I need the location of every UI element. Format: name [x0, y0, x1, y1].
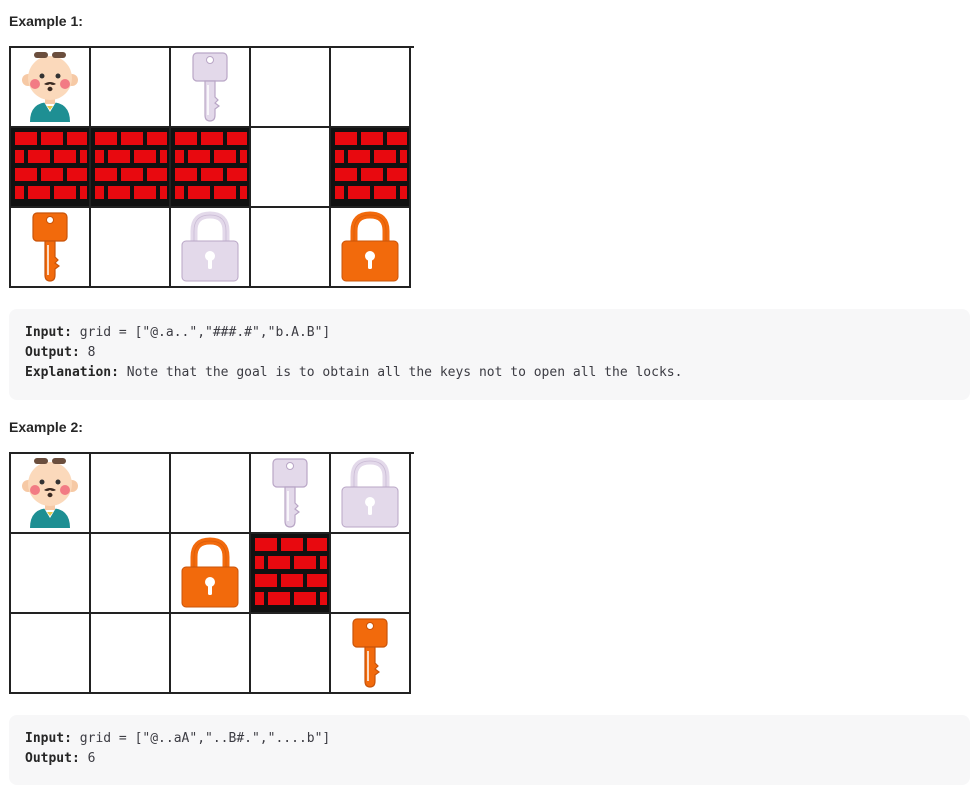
grid-cell: [331, 48, 411, 128]
grid-cell: [11, 208, 91, 288]
grid-cell: [11, 534, 91, 614]
grid-cell: [251, 208, 331, 288]
brick-wall-icon: [11, 128, 89, 206]
input-label: Input:: [25, 731, 72, 746]
grid-cell: [251, 128, 331, 208]
example-1-input-line: Input: grid = ["@.a..","###.#","b.A.B"]: [25, 323, 954, 343]
grid-cell: [91, 128, 171, 208]
brick-wall-icon: [171, 128, 249, 206]
example-2-code-box: Input: grid = ["@..aA","..B#.","....b"] …: [9, 715, 970, 785]
person-icon: [20, 456, 80, 530]
grid-cell: [91, 614, 171, 694]
grid-cell: [91, 208, 171, 288]
explanation-label: Explanation:: [25, 365, 119, 380]
example-2-input-line: Input: grid = ["@..aA","..B#.","....b"]: [25, 729, 954, 749]
grid-cell: [91, 48, 171, 128]
output-label: Output:: [25, 751, 80, 766]
lock-icon-orange: [180, 537, 240, 609]
example-1-explanation-line: Explanation: Note that the goal is to ob…: [25, 363, 954, 383]
input-value: grid = ["@..aA","..B#.","....b"]: [71, 731, 331, 746]
output-label: Output:: [25, 345, 80, 360]
grid-cell: [331, 454, 411, 534]
grid-cell: [251, 614, 331, 694]
example-1-code-box: Input: grid = ["@.a..","###.#","b.A.B"] …: [9, 309, 970, 400]
grid-cell: [251, 454, 331, 534]
grid-cell: [11, 454, 91, 534]
grid-cell: [331, 614, 411, 694]
output-value: 8: [79, 345, 96, 360]
grid-cell: [331, 208, 411, 288]
example-2-title: Example 2:: [9, 419, 83, 435]
lock-icon-lavender: [340, 457, 400, 529]
input-label: Input:: [25, 325, 72, 340]
grid-cell: [171, 614, 251, 694]
lock-icon-lavender: [180, 211, 240, 283]
grid-cell: [171, 128, 251, 208]
brick-wall-icon: [91, 128, 169, 206]
grid-cell: [251, 534, 331, 614]
grid-cell: [11, 48, 91, 128]
grid-cell: [331, 534, 411, 614]
input-value: grid = ["@.a..","###.#","b.A.B"]: [71, 325, 331, 340]
grid-cell: [11, 128, 91, 208]
grid-cell: [91, 454, 171, 534]
example-2-grid: [9, 452, 414, 694]
explanation-value: Note that the goal is to obtain all the …: [118, 365, 683, 380]
grid-cell: [171, 208, 251, 288]
output-value: 6: [79, 751, 96, 766]
example-1-title: Example 1:: [9, 13, 83, 29]
lock-icon-orange: [340, 211, 400, 283]
key-icon-lavender: [270, 457, 310, 529]
grid-cell: [171, 454, 251, 534]
brick-wall-icon: [251, 534, 329, 612]
example-2-output-line: Output: 6: [25, 749, 954, 769]
grid-cell: [251, 48, 331, 128]
example-1-output-line: Output: 8: [25, 343, 954, 363]
person-icon: [20, 50, 80, 124]
key-icon-orange: [350, 617, 390, 689]
grid-cell: [171, 48, 251, 128]
brick-wall-icon: [331, 128, 409, 206]
grid-cell: [171, 534, 251, 614]
key-icon-orange: [30, 211, 70, 283]
grid-cell: [91, 534, 171, 614]
grid-cell: [331, 128, 411, 208]
key-icon-lavender: [190, 51, 230, 123]
example-1-grid: [9, 46, 414, 288]
grid-cell: [11, 614, 91, 694]
